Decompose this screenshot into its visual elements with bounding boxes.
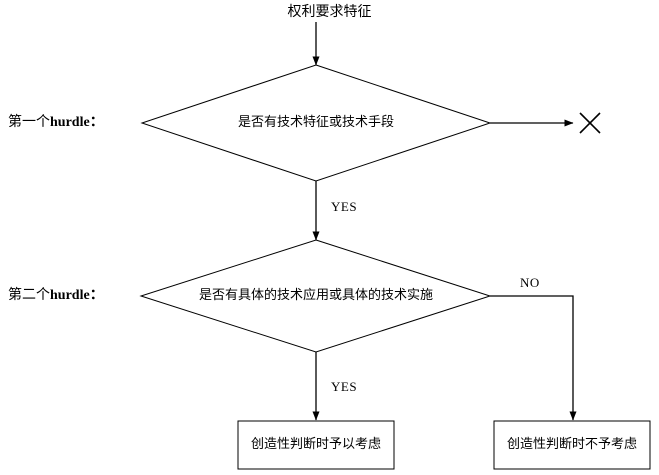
stage-label-first-keyword: hurdle [50,115,90,130]
edge-label-decision2-no: NO [520,275,540,290]
decision-node-2-label: 是否有具体的技术应用或具体的技术实施 [198,288,433,303]
reject-cross-icon [579,112,601,134]
edge-label-decision1-yes: YES [331,199,358,214]
outcome-left-box-shape [237,420,395,470]
stage-label-first-prefix: 第一个 [8,114,50,130]
stage-label-second-keyword: hurdle [50,288,90,303]
stage-label-first-hurdle: 第一个hurdle： [8,115,104,130]
stage-label-second-suffix: ： [89,288,104,303]
start-node-label: 权利要求特征 [287,4,372,20]
decision-node-1-label: 是否有技术特征或技术手段 [237,115,394,130]
outcome-left-label: 创造性判断时予以考虑 [250,437,381,452]
outcome-right-box-shape [493,420,651,470]
edge-decision2-no-to-outcome-right [490,295,577,421]
stage-label-second-prefix: 第二个 [8,287,50,303]
stage-label-second-hurdle: 第二个hurdle： [8,288,104,303]
outcome-right-label: 创造性判断时不予考虑 [506,437,637,452]
edge-label-decision2-yes: YES [331,379,358,394]
stage-label-first-suffix: ： [89,115,104,130]
